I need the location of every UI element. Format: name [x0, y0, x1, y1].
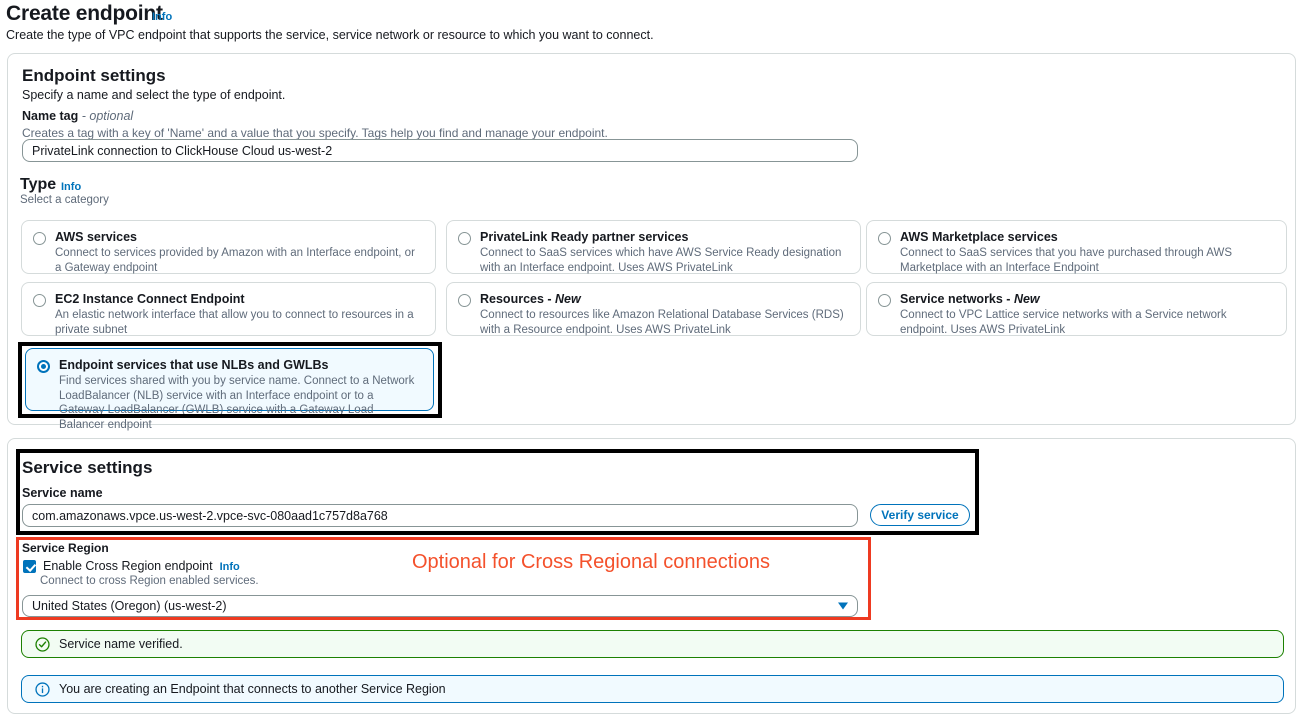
type-option-title: Resources - [480, 292, 556, 306]
alert-cross-region-notice: You are creating an Endpoint that connec… [21, 675, 1284, 703]
info-circle-icon [35, 681, 50, 697]
type-option-ec2-instance-connect-endpoint[interactable]: EC2 Instance Connect Endpoint An elastic… [21, 282, 436, 336]
chevron-down-icon[interactable] [838, 602, 848, 610]
alert-success-message: Service name verified. [59, 637, 183, 651]
type-option-description: Find services shared with you by service… [59, 375, 415, 431]
annotation-text-cross-regional: Optional for Cross Regional connections [412, 551, 770, 573]
type-option-privatelink-ready-partner-services[interactable]: PrivateLink Ready partner services Conne… [446, 220, 861, 274]
endpoint-settings-title: Endpoint settings [22, 66, 166, 85]
name-tag-input[interactable]: PrivateLink connection to ClickHouse Clo… [22, 139, 858, 162]
type-option-description: Connect to SaaS services which have AWS … [480, 247, 842, 274]
radio-icon[interactable] [458, 232, 471, 245]
type-option-description: Connect to SaaS services that you have p… [900, 247, 1232, 274]
radio-icon[interactable] [33, 294, 46, 307]
type-heading: Type [20, 176, 57, 193]
type-option-service-networks[interactable]: Service networks - New Connect to VPC La… [866, 282, 1287, 336]
type-option-description: Connect to services provided by Amazon w… [55, 247, 415, 274]
radio-icon[interactable] [878, 294, 891, 307]
name-tag-optional-text: - optional [81, 109, 134, 123]
type-option-badge: New [555, 292, 581, 306]
alert-info-message: You are creating an Endpoint that connec… [59, 682, 446, 696]
name-tag-label-text: Name tag [22, 109, 79, 123]
name-tag-description: Creates a tag with a key of 'Name' and a… [22, 126, 608, 140]
service-name-value: com.amazonaws.vpce.us-west-2.vpce-svc-08… [32, 508, 388, 523]
type-option-badge: New [1013, 292, 1040, 306]
type-option-description: Connect to VPC Lattice service networks … [900, 309, 1227, 336]
service-settings-title: Service settings [22, 458, 153, 477]
type-option-resources[interactable]: Resources - New Connect to resources lik… [446, 282, 861, 336]
service-settings-panel [7, 438, 1296, 714]
name-tag-value: PrivateLink connection to ClickHouse Clo… [32, 143, 333, 158]
service-name-input[interactable]: com.amazonaws.vpce.us-west-2.vpce-svc-08… [22, 504, 858, 527]
service-region-label: Service Region [22, 541, 109, 555]
verify-service-button[interactable]: Verify service [870, 504, 970, 526]
type-option-title: EC2 Instance Connect Endpoint [55, 292, 245, 306]
type-option-description: Connect to resources like Amazon Relatio… [480, 309, 844, 336]
page-title-info-link[interactable]: Info [152, 11, 173, 23]
radio-selected-icon[interactable] [37, 360, 50, 373]
service-region-selected-value: United States (Oregon) (us-west-2) [32, 599, 227, 613]
type-option-title: PrivateLink Ready partner services [480, 230, 689, 244]
radio-icon[interactable] [878, 232, 891, 245]
radio-icon[interactable] [33, 232, 46, 245]
type-option-aws-marketplace-services[interactable]: AWS Marketplace services Connect to SaaS… [866, 220, 1287, 274]
enable-cross-region-endpoint-row[interactable]: Enable Cross Region endpoint Info [23, 559, 240, 574]
check-circle-icon [35, 636, 50, 652]
type-option-title: Endpoint services that use NLBs and GWLB… [59, 358, 329, 372]
type-option-title: AWS Marketplace services [900, 230, 1058, 244]
page-subtitle: Create the type of VPC endpoint that sup… [6, 28, 654, 42]
type-option-aws-services[interactable]: AWS services Connect to services provide… [21, 220, 436, 274]
radio-icon[interactable] [458, 294, 471, 307]
type-option-title: Service networks - [900, 292, 1014, 306]
cross-region-checkbox[interactable] [23, 560, 36, 573]
type-info-link[interactable]: Info [61, 181, 82, 193]
type-option-description: An elastic network interface that allow … [55, 309, 414, 336]
page-title: Create endpoint [6, 2, 163, 25]
cross-region-info-link[interactable]: Info [219, 561, 240, 573]
cross-region-checkbox-label: Enable Cross Region endpoint [43, 559, 213, 573]
type-option-title: AWS services [55, 230, 137, 244]
alert-service-name-verified: Service name verified. [21, 630, 1284, 658]
endpoint-settings-subtitle: Specify a name and select the type of en… [22, 88, 286, 102]
type-description: Select a category [20, 194, 109, 206]
type-option-endpoint-services-nlb-gwlb[interactable]: Endpoint services that use NLBs and GWLB… [25, 348, 434, 431]
name-tag-label: Name tag - optional [22, 109, 133, 123]
cross-region-description: Connect to cross Region enabled services… [40, 575, 259, 587]
service-region-select[interactable]: United States (Oregon) (us-west-2) [22, 595, 858, 617]
service-name-label: Service name [22, 486, 103, 500]
